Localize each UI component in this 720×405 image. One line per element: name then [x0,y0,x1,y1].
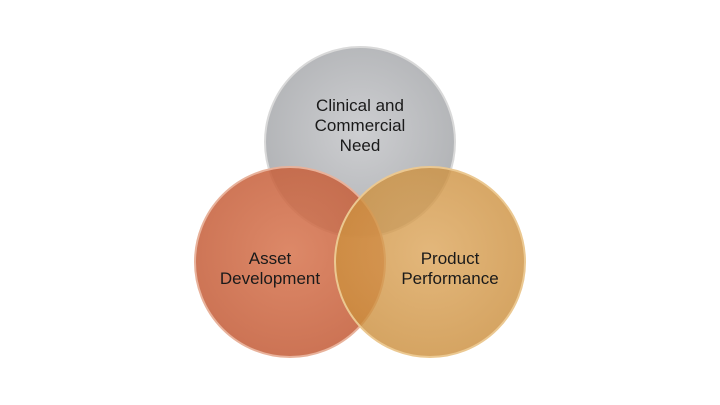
label-asset-development: Asset Development [219,249,321,288]
label-product-performance: Product Performance [401,249,499,288]
circle-product-performance [334,166,526,358]
label-clinical-commercial-need: Clinical and Commercial Need [314,96,406,155]
